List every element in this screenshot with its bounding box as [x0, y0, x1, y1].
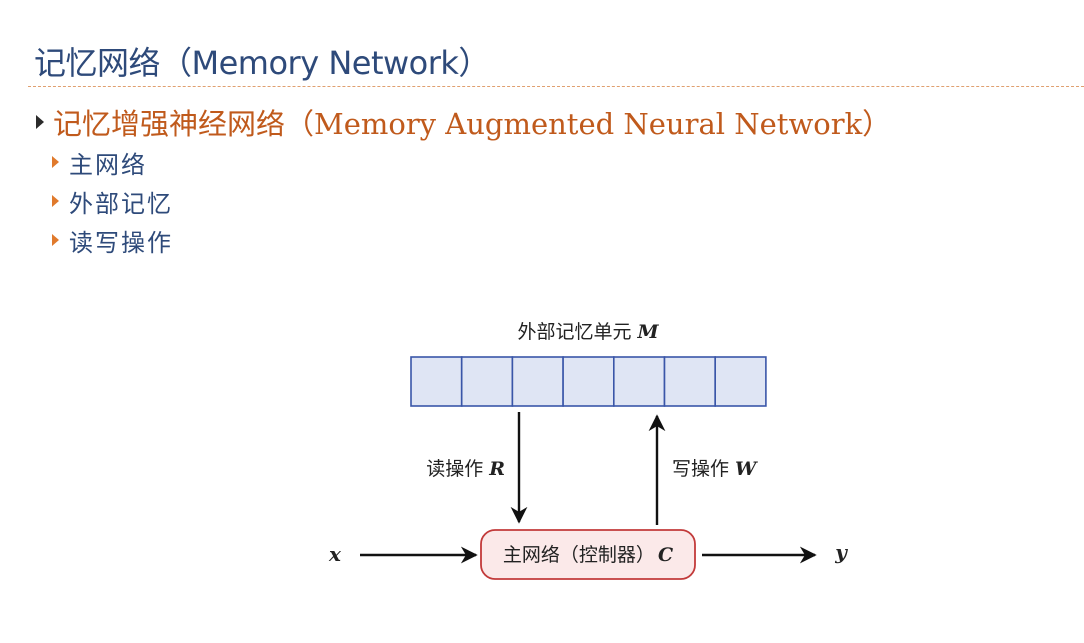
- controller-label: 主网络（控制器）C: [503, 544, 673, 566]
- sub-bullet-triangle-icon: [52, 195, 59, 207]
- memory-cell: [612, 356, 666, 407]
- sub-bullet-text: 主网络: [69, 150, 147, 179]
- memory-cell: [562, 356, 615, 407]
- output-y-label: y: [834, 540, 848, 564]
- sub-bullet-text: 外部记忆: [69, 189, 173, 218]
- memory-cell: [460, 356, 514, 407]
- main-bullet: 记忆增强神经网络（Memory Augmented Neural Network…: [36, 104, 892, 141]
- title-divider: [28, 86, 1084, 87]
- sub-bullet-triangle-icon: [52, 156, 59, 168]
- input-x-label: x: [328, 542, 342, 566]
- sub-bullet-external-memory: 外部记忆: [52, 186, 173, 218]
- controller-box: [480, 529, 696, 580]
- memory-cell: [511, 356, 564, 407]
- memory-cell: [663, 356, 717, 407]
- memory-cell: [410, 356, 463, 407]
- memory-array: [410, 356, 767, 407]
- sub-bullet-text: 读写操作: [69, 228, 173, 257]
- sub-bullet-read-write: 读写操作: [52, 225, 173, 257]
- main-bullet-text: 记忆增强神经网络（Memory Augmented Neural Network…: [53, 107, 892, 141]
- sub-bullet-triangle-icon: [52, 234, 59, 246]
- sub-bullet-main-network: 主网络: [52, 147, 147, 179]
- slide-title: 记忆网络（Memory Network）: [34, 44, 490, 82]
- memory-cell: [714, 356, 767, 407]
- bullet-triangle-icon: [36, 115, 44, 129]
